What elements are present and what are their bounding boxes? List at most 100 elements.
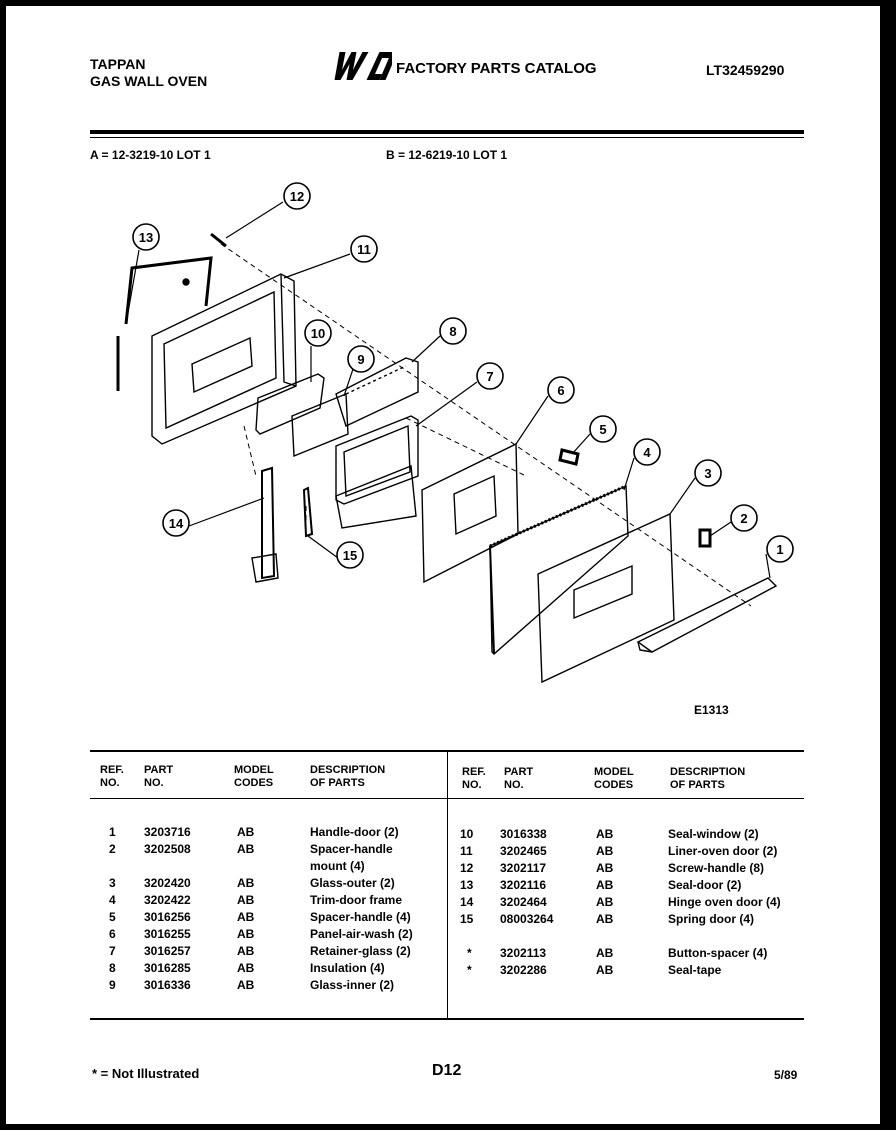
model-code: AB [596, 861, 614, 875]
ref-no: 9 [109, 978, 116, 992]
svg-text:4: 4 [643, 445, 651, 460]
callout-5: 5 [589, 415, 617, 443]
svg-text:10: 10 [311, 326, 325, 341]
svg-text:12: 12 [290, 189, 304, 204]
svg-text:9: 9 [357, 352, 364, 367]
ref-no: * [467, 946, 472, 960]
revision-date: 5/89 [774, 1068, 798, 1082]
svg-text:8: 8 [449, 324, 456, 339]
part-no: 3202113 [500, 946, 547, 960]
description: Spring door (4) [668, 912, 754, 926]
svg-text:14: 14 [169, 516, 184, 531]
callout-12: 12 [283, 182, 311, 210]
ref-no: 15 [460, 912, 474, 926]
part-5-spacer [558, 448, 580, 466]
model-code: AB [237, 893, 255, 907]
description: Insulation (4) [310, 961, 385, 975]
not-illustrated-note: * = Not Illustrated [92, 1066, 200, 1081]
callout-15: 15 [336, 541, 364, 569]
callout-6: 6 [547, 376, 575, 404]
model-code: AB [237, 944, 255, 958]
part-14-hinge [261, 466, 276, 580]
model-code: AB [237, 978, 255, 992]
figure-code: E1313 [694, 703, 729, 717]
description: Glass-outer (2) [310, 876, 395, 890]
description: Trim-door frame [310, 893, 403, 907]
header-rule [90, 130, 804, 134]
model-code: AB [237, 927, 255, 941]
description: Handle-door (2) [310, 825, 399, 839]
part-no: 3202422 [144, 893, 191, 907]
part-1-handle [636, 577, 778, 653]
part-no: 3016255 [144, 927, 191, 941]
ref-no: 3 [109, 876, 116, 890]
callout-1: 1 [766, 535, 794, 563]
part-8-insulation [335, 357, 419, 427]
description: Seal-door (2) [668, 878, 742, 892]
ref-no: 10 [460, 827, 474, 841]
description: Hinge oven door (4) [668, 895, 781, 909]
header-ref-right: REF.NO. [462, 766, 486, 791]
part-no: 3202420 [144, 876, 191, 890]
model-code: AB [237, 876, 255, 890]
part-4-trim-frame [489, 484, 629, 655]
part-no: 3016257 [144, 944, 191, 958]
model-b-label: B = 12-6219-10 LOT 1 [386, 148, 508, 162]
header-left: TAPPAN GAS WALL OVEN [90, 56, 207, 90]
model-code: AB [237, 825, 255, 839]
svg-text:15: 15 [343, 548, 357, 563]
description: Spacer-handle [310, 842, 393, 856]
catalog-title: FACTORY PARTS CATALOG [396, 60, 597, 77]
model-code: AB [596, 827, 614, 841]
svg-text:6: 6 [557, 383, 564, 398]
callout-4: 4 [633, 438, 661, 466]
ref-no: 12 [460, 861, 474, 875]
part-no: 3016256 [144, 910, 191, 924]
model-code: AB [596, 963, 614, 977]
svg-text:2: 2 [740, 511, 747, 526]
callout-14: 14 [162, 509, 190, 537]
model-code: AB [237, 961, 255, 975]
model-code: AB [596, 844, 614, 858]
table-top-rule [90, 750, 804, 752]
callout-7: 7 [476, 362, 504, 390]
part-no: 3203716 [144, 825, 191, 839]
callout-3: 3 [694, 459, 722, 487]
description: Liner-oven door (2) [668, 844, 778, 858]
part-no: 3202117 [500, 861, 547, 875]
catalog-number: LT32459290 [706, 62, 785, 78]
description: mount (4) [310, 859, 365, 873]
callout-9: 9 [347, 345, 375, 373]
brand-name: TAPPAN [90, 56, 146, 72]
ref-no: 13 [460, 878, 474, 892]
part-2-spacer [698, 528, 712, 548]
ref-no: * [467, 963, 472, 977]
svg-text:3: 3 [704, 466, 711, 481]
svg-text:1: 1 [776, 542, 783, 557]
callout-8: 8 [439, 317, 467, 345]
description: Glass-inner (2) [310, 978, 395, 992]
ref-no: 8 [109, 961, 116, 975]
callout-13: 13 [132, 223, 160, 251]
part-12-screw [210, 232, 227, 248]
ref-no: 6 [109, 927, 116, 941]
part-15-spring [302, 486, 314, 538]
part-9-glass-inner [291, 392, 349, 458]
product-name: GAS WALL OVEN [90, 73, 208, 89]
part-no: 3202508 [144, 842, 191, 856]
part-10-seal-window [255, 373, 325, 435]
svg-text:11: 11 [357, 242, 371, 257]
model-code: AB [237, 910, 255, 924]
description: Button-spacer (4) [668, 946, 768, 960]
model-code: AB [596, 895, 614, 909]
catalog-page: TAPPAN GAS WALL OVEN FACTORY PARTS CATAL… [6, 6, 880, 1124]
ref-no: 11 [460, 844, 473, 858]
svg-text:13: 13 [139, 230, 153, 245]
ref-no: 7 [109, 944, 116, 958]
model-a-label: A = 12-3219-10 LOT 1 [90, 148, 211, 162]
